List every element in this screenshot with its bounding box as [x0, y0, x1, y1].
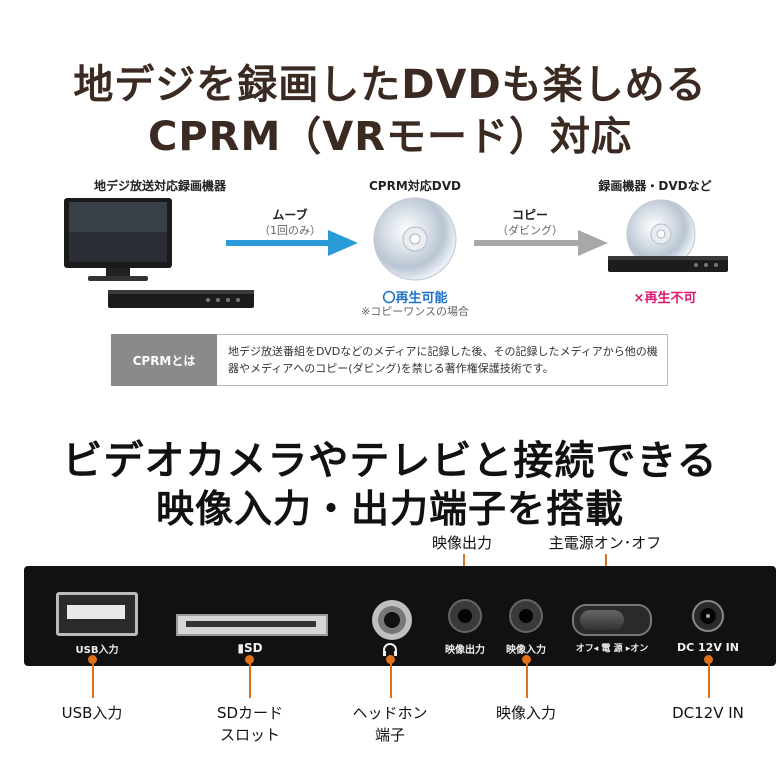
move-label: ムーブ — [272, 208, 308, 222]
copy-arrow — [474, 230, 608, 256]
dest-device-label: 録画機器・DVDなど — [598, 179, 712, 193]
callout-sd-line2: スロット — [219, 726, 280, 744]
power-switch-knob[interactable] — [580, 610, 624, 630]
not-playable-label: ×再生不可 — [633, 291, 697, 306]
recorder-tv-illustration — [64, 198, 254, 308]
headphone-icon — [383, 643, 397, 656]
playable-note: ※コピーワンスの場合 — [361, 305, 469, 318]
playable-label: 〇再生可能 — [382, 291, 448, 306]
callout-sd-line1: SDカード — [216, 704, 284, 722]
callout-dot-dc — [704, 655, 713, 664]
move-sub: （1回のみ） — [259, 224, 321, 237]
panel-label-dc: DC 12V IN — [677, 641, 739, 654]
callout-power: 主電源オン･オフ — [548, 534, 662, 552]
video-in-jack — [509, 599, 543, 633]
callout-headphone-line2: 端子 — [374, 726, 405, 744]
callout-line-sd — [249, 660, 251, 698]
callout-video-in: 映像入力 — [495, 704, 556, 722]
panel-label-video-out: 映像出力 — [445, 645, 485, 656]
callout-line-video-in — [526, 660, 528, 698]
callout-dot-sd — [245, 655, 254, 664]
usb-port — [56, 592, 138, 636]
callout-video-out: 映像出力 — [431, 534, 492, 552]
cprm-box-label: CPRMとは — [111, 334, 217, 386]
callout-line-usb — [92, 660, 94, 698]
callout-usb: USB入力 — [61, 704, 123, 722]
cprm-dvd-label: CPRM対応DVD — [369, 179, 461, 193]
panel-label-sd: ▮SD — [237, 641, 263, 655]
callout-line-headphone — [390, 660, 392, 698]
callout-dot-usb — [88, 655, 97, 664]
callout-dot-headphone — [386, 655, 395, 664]
video-out-jack — [448, 599, 482, 633]
callout-headphone-line1: ヘッドホン — [352, 704, 428, 722]
copy-label: コピー — [511, 208, 548, 222]
panel-label-power: オフ◂ 電 源 ▸オン — [575, 644, 649, 654]
callout-dc: DC12V IN — [672, 704, 744, 722]
move-arrow — [226, 230, 358, 256]
headline-line1: 地デジを録画したDVDも楽しめる — [73, 62, 707, 108]
copy-sub: （ダビング） — [497, 224, 563, 237]
headline-line2: CPRM（VRモード）対応 — [147, 114, 633, 160]
sd-card-slot — [176, 614, 328, 636]
power-switch[interactable] — [572, 604, 652, 636]
headphone-jack — [372, 600, 412, 640]
headline2-line1: ビデオカメラやテレビと接続できる — [62, 438, 718, 484]
cprm-dvd-disc-icon — [373, 197, 457, 281]
panel-label-video-in: 映像入力 — [506, 645, 546, 656]
panel-label-usb: USB入力 — [75, 645, 119, 656]
callout-line-dc — [708, 660, 710, 698]
callout-dot-video-in — [522, 655, 531, 664]
dest-dvd-recorder-illustration — [608, 199, 728, 272]
dc-in-jack — [692, 600, 724, 632]
cprm-box-text: 地デジ放送番組をDVDなどのメディアに記録した後、その記録したメディアから他の機… — [228, 345, 658, 375]
headline2-line2: 映像入力・出力端子を搭載 — [155, 487, 624, 531]
source-device-label: 地デジ放送対応録画機器 — [93, 179, 226, 193]
